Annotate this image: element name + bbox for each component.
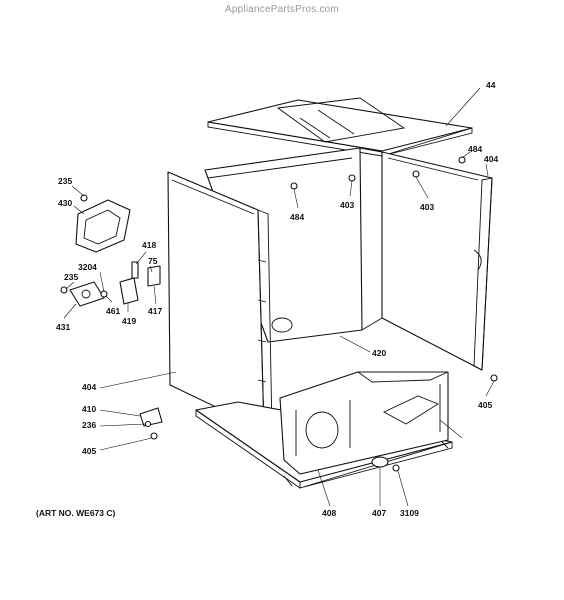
door-switch-419[interactable] [119, 277, 139, 305]
callout-labels: 44 484 404 403 484 403 235 430 418 75 32… [56, 80, 498, 518]
callout-75: 75 [148, 256, 158, 266]
callout-431: 431 [56, 322, 70, 332]
callout-430: 430 [58, 198, 72, 208]
screw-405-right[interactable] [490, 374, 498, 382]
leader-lines [63, 87, 495, 507]
callout-417: 417 [148, 306, 162, 316]
callout-418: 418 [142, 240, 156, 250]
callout-403-left: 403 [340, 200, 354, 210]
right-side-panel[interactable] [381, 151, 493, 371]
screw-235-top[interactable] [80, 194, 88, 202]
callout-404-upper: 404 [484, 154, 498, 164]
callout-235-lower: 235 [64, 272, 78, 282]
callout-3204: 3204 [78, 262, 97, 272]
screw-484-left[interactable] [290, 182, 298, 190]
part-407[interactable] [371, 456, 389, 468]
callout-236: 236 [82, 420, 96, 430]
top-cover-panel[interactable] [207, 97, 473, 157]
callout-420: 420 [372, 348, 386, 358]
callout-484-top: 484 [468, 144, 482, 154]
rear-panel[interactable] [204, 147, 383, 343]
switch-part-418[interactable] [131, 261, 139, 279]
screw-484-top[interactable] [458, 156, 466, 164]
switch-part-417[interactable] [147, 265, 161, 287]
screw-403-left[interactable] [348, 174, 356, 182]
callout-407: 407 [372, 508, 386, 518]
callout-484-left: 484 [290, 212, 304, 222]
callout-235-top: 235 [58, 176, 72, 186]
callout-419: 419 [122, 316, 136, 326]
front-bulkhead-bracket[interactable] [279, 371, 449, 475]
callout-3109: 3109 [400, 508, 419, 518]
screw-403-right[interactable] [412, 170, 420, 178]
screw-235-lower[interactable] [60, 286, 68, 294]
screw-236[interactable] [144, 420, 152, 428]
callout-404-lower: 404 [82, 382, 96, 392]
callout-403-right: 403 [420, 202, 434, 212]
screw-405-left[interactable] [150, 432, 158, 440]
terminal-bracket-431[interactable] [69, 281, 105, 307]
duct-430[interactable] [75, 199, 131, 253]
art-number: (ART NO. WE673 C) [36, 508, 116, 518]
watermark: AppliancePartsPros.com [225, 4, 339, 15]
callout-405-right: 405 [478, 400, 492, 410]
left-side-panel[interactable] [167, 171, 273, 433]
callout-461: 461 [106, 306, 120, 316]
callout-44: 44 [486, 80, 496, 90]
screw-3109[interactable] [392, 464, 400, 472]
callout-410: 410 [82, 404, 96, 414]
callout-405-left: 405 [82, 446, 96, 456]
leveling-leg-410[interactable] [139, 407, 163, 427]
callout-408: 408 [322, 508, 336, 518]
